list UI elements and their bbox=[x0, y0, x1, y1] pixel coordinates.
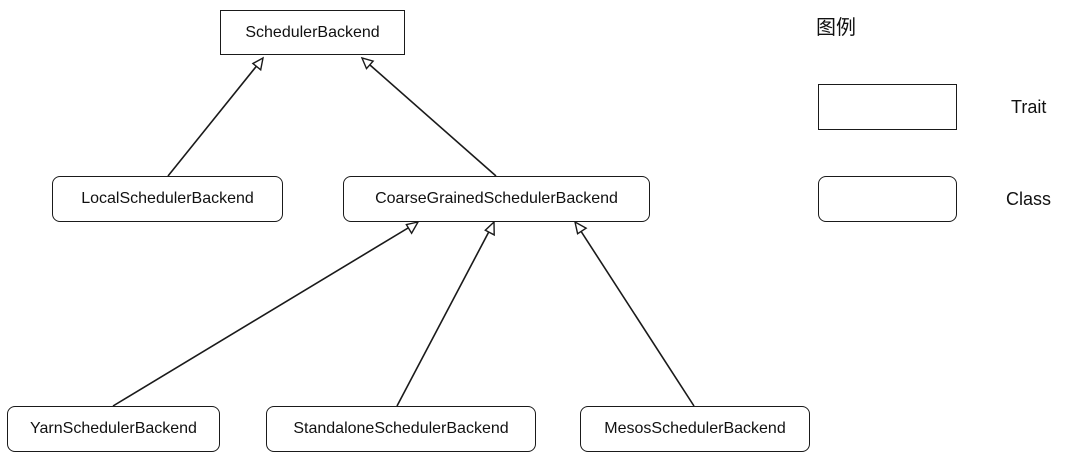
inheritance-arrowhead bbox=[251, 56, 264, 72]
node-coarse-grained-scheduler-backend: CoarseGrainedSchedulerBackend bbox=[343, 176, 650, 222]
node-yarn-scheduler-backend: YarnSchedulerBackend bbox=[7, 406, 220, 452]
legend-trait-swatch bbox=[818, 84, 957, 130]
node-mesos-scheduler-backend: MesosSchedulerBackend bbox=[580, 406, 810, 452]
legend-title: 图例 bbox=[816, 15, 856, 39]
inheritance-arrowhead bbox=[405, 220, 420, 235]
node-standalone-scheduler-backend: StandaloneSchedulerBackend bbox=[266, 406, 536, 452]
inheritance-arrowhead bbox=[360, 56, 375, 70]
node-scheduler-backend: SchedulerBackend bbox=[220, 10, 405, 55]
edge-local-to-scheduler-backend bbox=[167, 57, 264, 177]
inheritance-arrowhead bbox=[573, 220, 588, 235]
edge-coarse-to-scheduler-backend bbox=[361, 57, 497, 177]
edge-standalone-to-coarse bbox=[396, 221, 495, 407]
legend-class-swatch bbox=[818, 176, 957, 222]
legend-class-label: Class bbox=[1006, 189, 1052, 209]
edge-yarn-to-coarse bbox=[112, 221, 419, 407]
edge-mesos-to-coarse bbox=[574, 221, 695, 407]
inheritance-arrowhead bbox=[484, 220, 495, 237]
legend-trait-label: Trait bbox=[1011, 97, 1047, 117]
node-local-scheduler-backend: LocalSchedulerBackend bbox=[52, 176, 283, 222]
